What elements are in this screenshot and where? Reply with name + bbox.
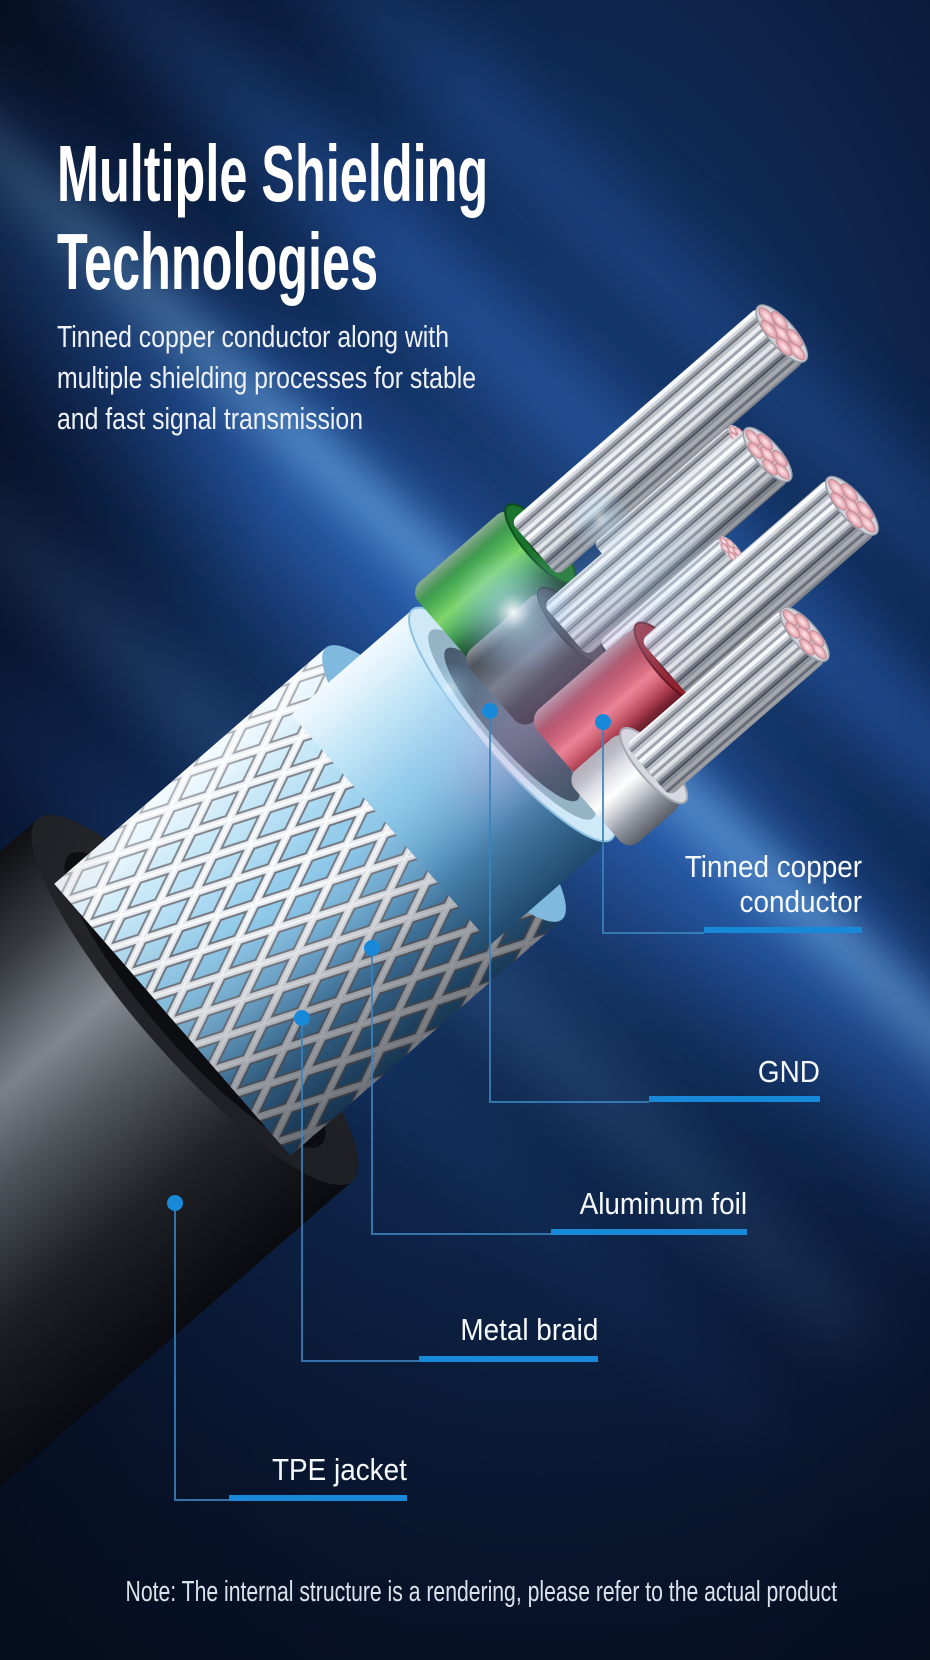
callout-label-tpe-jacket: TPE jacket (272, 1452, 407, 1487)
disclaimer-note: Note: The internal structure is a render… (125, 1576, 838, 1608)
callout-label-metal-braid: Metal braid (459, 1312, 598, 1347)
subtitle-line3: and fast signal transmission (57, 401, 364, 436)
page-title-line2: Technologies (57, 217, 379, 306)
underline-metal-braid (419, 1356, 598, 1362)
underline-tpe-jacket (229, 1495, 407, 1501)
underline-gnd (649, 1096, 820, 1102)
page-title-line1: Multiple Shielding (57, 129, 489, 218)
anchor-dot-metal-braid (294, 1010, 310, 1026)
page-title: Multiple Shielding Technologies (57, 130, 488, 306)
callout-label-gnd: GND (757, 1054, 820, 1089)
subtitle-line2: multiple shielding processes for stable (57, 360, 477, 395)
underline-aluminum-foil (551, 1229, 747, 1235)
anchor-dot-tinned-copper (595, 714, 611, 730)
anchor-dot-aluminum-foil (364, 940, 380, 956)
callout-lines (167, 703, 862, 1501)
subtitle-line1: Tinned copper conductor along with (57, 319, 449, 354)
callout-label-tinned-copper-conductor: Tinned copper conductor (684, 849, 862, 919)
underline-tinned-copper (704, 927, 862, 933)
callout-label-aluminum-foil: Aluminum foil (579, 1186, 747, 1221)
anchor-dot-tpe-jacket (167, 1195, 183, 1211)
anchor-dot-gnd (482, 703, 498, 719)
page-subtitle: Tinned copper conductor along with multi… (57, 316, 476, 439)
